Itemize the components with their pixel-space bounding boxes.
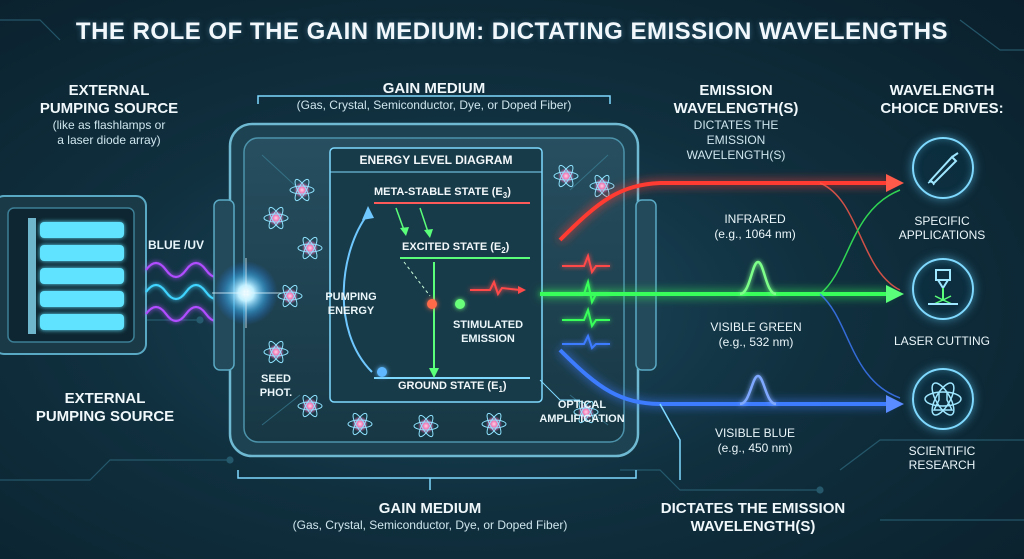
meta-stable-close: ) <box>507 186 511 198</box>
choice-line1: WAVELENGTH <box>889 82 995 99</box>
pump-source-label-bottom: EXTERNAL PUMPING SOURCE <box>20 390 190 426</box>
emission-bottom-line2: WAVELENGTH(S) <box>690 518 816 535</box>
pump-source-label-top: EXTERNAL PUMPING SOURCE (like as flashla… <box>24 82 194 148</box>
infrared-value: (e.g., 1064 nm) <box>714 227 796 241</box>
app-specific-label: SPECIFIC APPLICATIONS <box>892 214 992 242</box>
gain-medium-label-bottom: GAIN MEDIUM (Gas, Crystal, Semiconductor… <box>230 500 630 533</box>
emission-line2: WAVELENGTH(S) <box>673 100 799 117</box>
pump-bottom-line2: PUMPING SOURCE <box>35 408 175 425</box>
optical-line2: AMPLIFICATION <box>539 413 625 425</box>
blue-uv-label: BLUE /UV <box>148 238 205 252</box>
page-title: THE ROLE OF THE GAIN MEDIUM: DICTATING E… <box>75 18 949 45</box>
app-specific-line2: APPLICATIONS <box>898 228 986 242</box>
emission-line3: DICTATES THE EMISSION <box>693 118 779 147</box>
emission-bottom-line1: DICTATES THE EMISSION <box>660 500 846 517</box>
atom-particles <box>263 164 615 438</box>
excited-text: EXCITED STATE (E <box>402 241 502 253</box>
ground-state-label: GROUND STATE (E1) <box>398 380 507 394</box>
pump-desc-line1: (like as flashlamps or <box>52 118 166 132</box>
gain-heading-top: GAIN MEDIUM <box>382 80 486 97</box>
pump-source-block <box>0 195 147 355</box>
meta-stable-text: META-STABLE STATE (E <box>374 186 503 198</box>
wavelength-choice-heading: WAVELENGTH CHOICE DRIVES: <box>872 82 1012 118</box>
app-research-label: SCIENTIFIC RESEARCH <box>892 444 992 472</box>
choice-line2: CHOICE DRIVES: <box>880 100 1004 117</box>
app-research-line1: SCIENTIFIC <box>908 444 976 458</box>
pump-heading-line1: EXTERNAL <box>68 82 150 99</box>
pumping-line1: PUMPING <box>325 291 377 303</box>
arrow-green <box>886 285 904 303</box>
energy-diagram-panel <box>329 147 543 403</box>
gain-desc-top: (Gas, Crystal, Semiconductor, Dye, or Do… <box>296 98 572 112</box>
ground-sub: 1 <box>498 385 503 395</box>
seed-photon-label: SEED PHOT. <box>254 372 298 400</box>
blue-name: VISIBLE BLUE <box>714 426 796 440</box>
excited-sub: 2 <box>501 246 506 256</box>
seed-line2: PHOT. <box>259 387 293 399</box>
stimulated-line2: EMISSION <box>461 333 515 345</box>
app-research-line2: RESEARCH <box>908 458 976 472</box>
stimulated-emission-label: STIMULATED EMISSION <box>446 318 530 346</box>
emission-wavelength-label-top: EMISSION WAVELENGTH(S) DICTATES THE EMIS… <box>666 82 806 163</box>
laser-cutting-icon <box>912 258 974 320</box>
infrared-label: INFRARED (e.g., 1064 nm) <box>700 212 810 242</box>
app-laser-label: LASER CUTTING <box>890 334 994 348</box>
pumping-line2: ENERGY <box>327 305 375 317</box>
optical-amplification-label: OPTICAL AMPLIFICATION <box>528 398 636 426</box>
gain-bracket-bottom <box>237 470 637 479</box>
app-specific-line1: SPECIFIC <box>914 214 970 228</box>
circuit-traces <box>0 19 1024 521</box>
pumping-energy-label: PUMPING ENERGY <box>316 290 386 318</box>
visible-green-label: VISIBLE GREEN (e.g., 532 nm) <box>696 320 816 350</box>
pump-bottom-line1: EXTERNAL <box>64 390 146 407</box>
gain-desc-bottom: (Gas, Crystal, Semiconductor, Dye, or Do… <box>292 518 568 532</box>
infrared-name: INFRARED <box>724 212 786 226</box>
arrow-infrared <box>886 174 904 192</box>
emission-line1: EMISSION <box>699 82 773 99</box>
pump-heading-line2: PUMPING SOURCE <box>39 100 179 117</box>
app-laser-line1: LASER CUTTING <box>893 334 990 348</box>
gain-bracket-top <box>257 95 611 104</box>
optical-line1: OPTICAL <box>557 399 607 411</box>
ground-close: ) <box>502 380 507 392</box>
gain-medium-label-top: GAIN MEDIUM (Gas, Crystal, Semiconductor… <box>250 80 618 113</box>
meta-stable-state-label: META-STABLE STATE (E3) <box>374 186 511 200</box>
ground-text: GROUND STATE (E <box>398 380 499 392</box>
emission-wavelength-label-bottom: DICTATES THE EMISSION WAVELENGTH(S) <box>648 500 858 536</box>
visible-blue-label: VISIBLE BLUE (e.g., 450 nm) <box>700 426 810 456</box>
gain-heading-bottom: GAIN MEDIUM <box>378 500 482 517</box>
output-beams <box>540 181 890 406</box>
arrow-blue <box>886 395 904 413</box>
pump-desc-line2: a laser diode array) <box>57 133 161 147</box>
crossing-beams <box>819 182 901 399</box>
green-value: (e.g., 532 nm) <box>718 335 794 349</box>
atom-flask-icon <box>912 368 974 430</box>
stimulated-line1: STIMULATED <box>452 319 524 331</box>
excited-state-label: EXCITED STATE (E2) <box>402 241 509 255</box>
meta-stable-sub: 3 <box>502 191 508 201</box>
blue-value: (e.g., 450 nm) <box>717 441 793 455</box>
energy-diagram-title: ENERGY LEVEL DIAGRAM <box>359 153 513 167</box>
seed-line1: SEED <box>261 373 291 385</box>
excited-close: ) <box>505 241 510 253</box>
scalpel-icon <box>912 137 974 199</box>
emission-line4: WAVELENGTH(S) <box>686 148 786 162</box>
green-name: VISIBLE GREEN <box>710 320 802 334</box>
